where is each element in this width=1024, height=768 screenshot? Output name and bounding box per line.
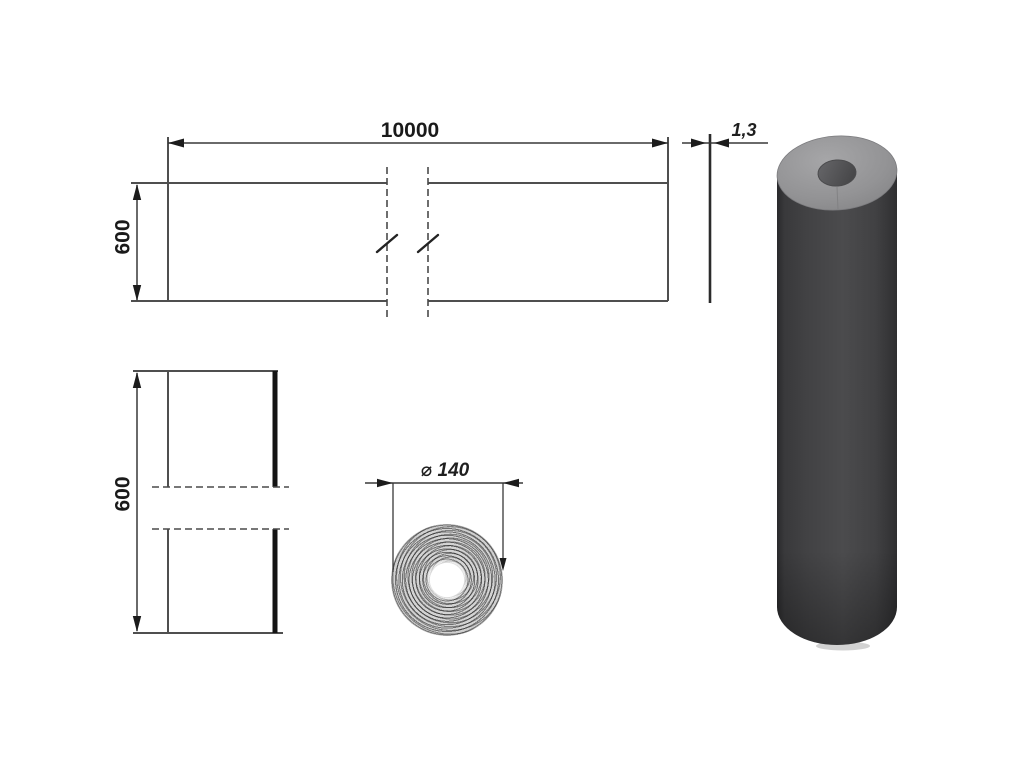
arrowhead-left-icon [714, 138, 729, 148]
arrowhead-left-icon [168, 138, 184, 148]
height-dimension-label: 600 [112, 476, 135, 511]
arrowhead-down-icon [132, 285, 142, 301]
width-dimension: 600 [112, 184, 142, 301]
roll-top-hole [817, 159, 857, 187]
break-tick-left [375, 233, 399, 254]
length-dimension: 10000 [168, 119, 668, 148]
break-tick-right [416, 233, 440, 254]
side-view [133, 370, 289, 634]
diameter-dimension: ⌀ 140 [365, 460, 523, 572]
roll-core-hole [430, 563, 464, 597]
arrowhead-right-icon [691, 138, 706, 148]
diameter-dimension-label: ⌀ 140 [421, 460, 470, 481]
width-dimension-label: 600 [112, 219, 135, 254]
roll-body-shading [777, 174, 897, 645]
arrowhead-down-icon [132, 616, 142, 632]
roll-seam-line [836, 186, 839, 210]
arrowhead-left-icon [503, 478, 519, 488]
length-dimension-label: 10000 [381, 119, 439, 142]
arrowhead-right-icon [652, 138, 668, 148]
arrowhead-up-icon [132, 372, 142, 388]
thickness-detail: 1,3 [682, 120, 768, 303]
arrowhead-right-icon [377, 478, 393, 488]
height-dimension: 600 [112, 372, 142, 632]
thickness-dimension-label: 1,3 [731, 120, 756, 140]
roll-cross-section [391, 524, 503, 636]
roll-3d-render [776, 135, 898, 651]
arrowhead-tangent-icon [499, 558, 507, 571]
roll-top-face-group [776, 135, 898, 211]
top-view [131, 137, 669, 302]
break-lines [375, 167, 440, 318]
arrowhead-up-icon [132, 184, 142, 200]
